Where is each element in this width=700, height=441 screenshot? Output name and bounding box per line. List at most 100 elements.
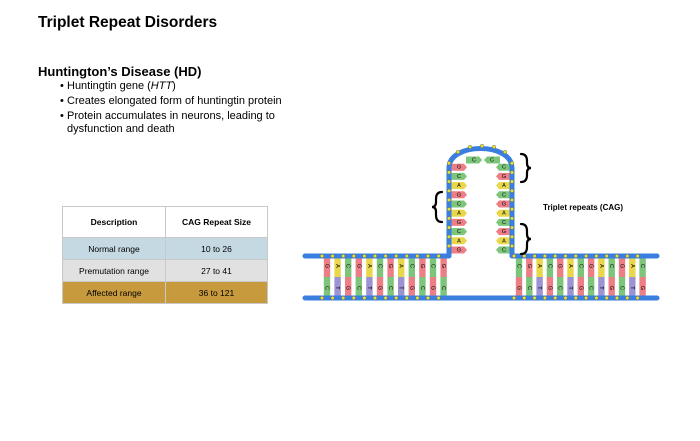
base-letter: G [457, 165, 461, 171]
table-header-row: Description CAG Repeat Size [62, 206, 268, 238]
backbone-node [511, 295, 516, 300]
base-letter: C [457, 174, 461, 180]
base-A [536, 256, 543, 277]
base-A [496, 182, 512, 190]
base-letter: C [608, 264, 614, 268]
base-letter: G [526, 264, 532, 268]
base-letter: T [629, 286, 635, 290]
backbone-node [383, 253, 388, 258]
base-letter: A [457, 183, 461, 189]
base-T [629, 277, 636, 298]
backbone-node [573, 295, 578, 300]
base-G [345, 277, 352, 298]
base-A [598, 256, 605, 277]
backbone-node [491, 144, 496, 149]
backbone-node [553, 295, 558, 300]
backbone-node [362, 253, 367, 258]
backbone-node [509, 179, 514, 184]
base-letter: C [324, 286, 330, 290]
backbone-node [573, 253, 578, 258]
backbone-node [615, 253, 620, 258]
backbone-nodes [320, 143, 640, 300]
table-cell-size: 10 to 26 [165, 237, 268, 260]
backbone-node [415, 295, 420, 300]
base-A [496, 237, 512, 245]
backbone-node [372, 295, 377, 300]
base-C [496, 191, 512, 199]
base-letter: C [502, 192, 506, 198]
cag-repeat-table: Description CAG Repeat Size Normal range… [62, 206, 268, 304]
base-letter: G [546, 286, 552, 290]
column-header-cag-size: CAG Repeat Size [165, 206, 268, 238]
backbone-node [604, 253, 609, 258]
base-letter: C [639, 264, 645, 268]
base-letter: A [567, 264, 573, 268]
backbone-node [362, 295, 367, 300]
backbone-node [436, 295, 441, 300]
base-letter: C [377, 264, 383, 268]
backbone-node [446, 188, 451, 193]
backbone-node [509, 243, 514, 248]
base-letter: A [502, 183, 506, 189]
base-letter: G [440, 264, 446, 268]
base-G [618, 256, 626, 277]
base-G [526, 256, 533, 277]
base-C [577, 256, 584, 277]
base-letter: C [419, 286, 425, 290]
table-cell-size: 36 to 121 [165, 281, 268, 304]
base-letter: C [577, 264, 583, 268]
backbone-node [532, 253, 537, 258]
base-letter: A [598, 264, 604, 268]
base-C [451, 200, 467, 208]
backbone-node [509, 216, 514, 221]
backbone-node [372, 253, 377, 258]
table-row-premutation: Premutation range 27 to 41 [62, 259, 268, 282]
base-G [496, 172, 512, 180]
brace-left [431, 190, 444, 224]
table-cell-description: Affected range [62, 281, 166, 304]
base-letter: C [387, 286, 393, 290]
backbone-node [509, 225, 514, 230]
base-G [496, 228, 512, 236]
backbone-node [604, 295, 609, 300]
base-G [451, 191, 467, 199]
backbone-node [404, 295, 409, 300]
backbone-node [330, 295, 335, 300]
base-letter: C [490, 157, 494, 163]
backbone-node [404, 253, 409, 258]
base-letter: G [577, 286, 583, 290]
base-letter: G [639, 286, 645, 290]
base-letter: G [457, 220, 461, 226]
base-G [557, 256, 564, 277]
base-letter: C [472, 157, 476, 163]
base-letter: G [408, 286, 414, 290]
brace-top-right [519, 152, 532, 184]
base-letter: G [557, 264, 563, 268]
backbone-node [394, 295, 399, 300]
backbone-node [532, 295, 537, 300]
base-T [536, 277, 543, 298]
base-letter: G [457, 247, 461, 253]
base-A [629, 256, 636, 277]
base-letter: A [398, 264, 404, 268]
base-letter: G [608, 286, 614, 290]
base-G [496, 200, 512, 208]
repeat-braces [431, 152, 532, 256]
triplet-repeats-label: Triplet repeats (CAG) [543, 203, 623, 212]
base-C [419, 277, 426, 298]
base-T [334, 277, 341, 298]
base-G [440, 256, 447, 277]
table-cell-description: Normal range [62, 237, 166, 260]
backbone-node [594, 253, 599, 258]
base-letter: A [629, 264, 635, 268]
backbone-node [542, 253, 547, 258]
base-G [408, 277, 415, 298]
backbone-strand-top [302, 146, 660, 259]
base-G [429, 277, 437, 298]
base-letter: A [334, 264, 340, 268]
backbone-node [511, 253, 516, 258]
dna-hairpin-diagram: GCATCGGCATCGGCATCGGCCGGCCGGCATCGGCATCGGC… [302, 143, 660, 301]
base-letter: G [619, 264, 625, 268]
base-G [546, 277, 554, 298]
base-A [334, 256, 341, 277]
